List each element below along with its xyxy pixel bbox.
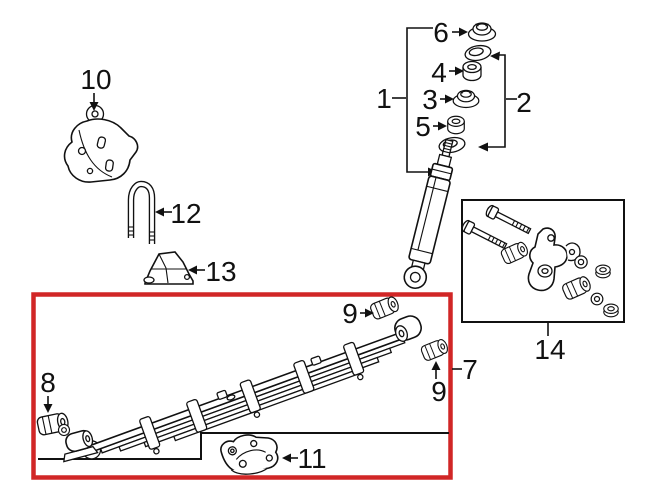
callout-divider-line xyxy=(38,432,449,460)
spring-plate-drawing xyxy=(220,434,279,475)
mount-nut-upper-drawing xyxy=(467,22,497,42)
spring-front-hanger-drawing xyxy=(63,429,99,463)
highlight-box xyxy=(31,292,453,480)
bracket-line-2 xyxy=(485,54,506,148)
callout-9-lower[interactable]: 9 xyxy=(431,376,447,407)
callout-13-pointer xyxy=(188,265,205,275)
callout-4[interactable]: 4 xyxy=(431,57,447,88)
callout-9-upper[interactable]: 9 xyxy=(342,298,358,329)
shackle-washer-drawing xyxy=(574,255,588,269)
callout-12[interactable]: 12 xyxy=(170,198,201,229)
mount-nut-lower-drawing xyxy=(452,89,480,109)
callout-3[interactable]: 3 xyxy=(422,84,438,115)
callout-8[interactable]: 8 xyxy=(40,367,56,398)
callout-9-lower-pointer xyxy=(431,361,441,379)
leaf-spring-clip xyxy=(139,341,365,455)
shackle-nut-drawing xyxy=(603,303,619,318)
shackle-nut-drawing xyxy=(595,264,611,279)
shackle-washer-drawing xyxy=(590,292,604,306)
callout-10[interactable]: 10 xyxy=(80,64,111,95)
spring-bumper-drawing xyxy=(143,251,194,285)
callout-13[interactable]: 13 xyxy=(205,256,236,287)
mount-grommet-drawing xyxy=(447,115,465,135)
callout-5[interactable]: 5 xyxy=(415,111,431,142)
callout-7[interactable]: 7 xyxy=(462,354,478,385)
callout-1[interactable]: 1 xyxy=(376,83,392,114)
u-bolt-drawing xyxy=(127,180,156,244)
leaf-spring-eye-drawing xyxy=(394,315,422,342)
callout-8-pointer xyxy=(43,396,53,413)
callout-10-pointer xyxy=(89,93,99,111)
callout-6[interactable]: 6 xyxy=(433,17,449,48)
shackle-kit-box xyxy=(459,199,625,336)
shock-mount-hardware-group xyxy=(392,22,517,177)
callout-9-upper-pointer xyxy=(360,308,374,318)
spring-bushing-rear-upper-drawing xyxy=(368,294,401,321)
shock-absorber-drawing xyxy=(403,138,454,290)
mount-washer-upper-drawing xyxy=(463,43,493,63)
shackle-plate-drawing xyxy=(527,227,581,292)
spring-bushing-rear-lower-drawing xyxy=(419,337,451,363)
frame-bracket-drawing xyxy=(63,104,139,183)
spring-bushing-front-drawing xyxy=(35,411,71,437)
callout-14[interactable]: 14 xyxy=(534,334,565,365)
leaf-spring-drawing xyxy=(81,327,415,460)
callout-2[interactable]: 2 xyxy=(516,87,532,118)
bracket-line-1 xyxy=(406,27,433,173)
callout-11[interactable]: 11 xyxy=(297,443,326,474)
callout-12-pointer xyxy=(155,207,172,217)
mount-cushion-drawing xyxy=(462,60,482,82)
callout-11-pointer xyxy=(282,453,298,463)
